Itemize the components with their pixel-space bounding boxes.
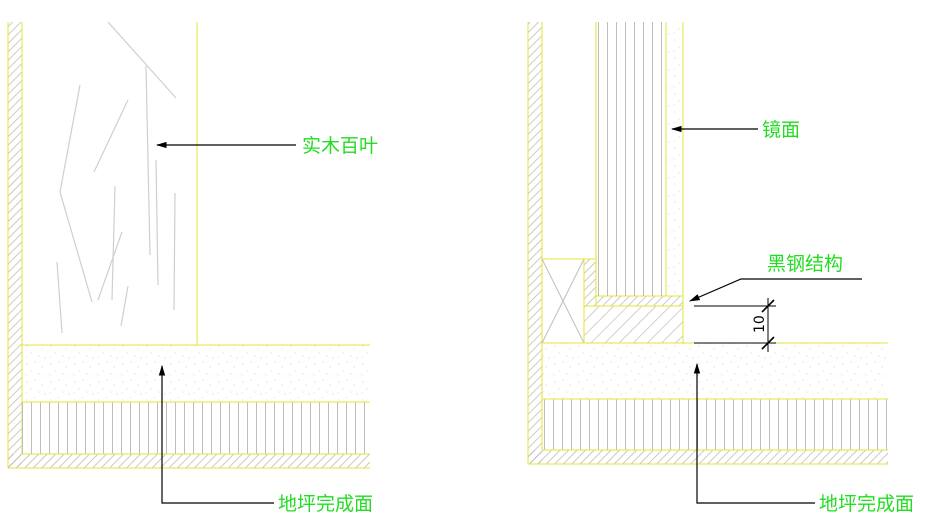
timber-block	[541, 258, 585, 344]
left-stud-layer	[22, 402, 370, 454]
right-floor-leader	[693, 362, 815, 504]
right-wall-hatch	[528, 22, 542, 464]
left-detail: 实木百叶 地坪完成面	[7, 21, 378, 515]
steel-leader	[689, 278, 862, 302]
right-screed-layer	[542, 343, 888, 399]
louver-label: 实木百叶	[302, 135, 378, 157]
left-floor-leader	[158, 364, 274, 504]
left-wall-hatch	[8, 22, 22, 468]
right-detail: 10 镜面 黑钢结构 地坪完成面	[527, 22, 914, 515]
right-floor-label: 地坪完成面	[819, 493, 914, 515]
wood-grain	[56, 21, 177, 334]
left-bottom-hatch	[8, 454, 370, 468]
left-floor-label: 地坪完成面	[278, 493, 373, 515]
steel-label: 黑钢结构	[767, 253, 843, 275]
black-steel-structure	[583, 258, 684, 344]
left-screed-layer	[22, 345, 370, 402]
mirror-label: 镜面	[762, 119, 800, 141]
dimension-value: 10	[752, 315, 768, 333]
right-stud-layer	[542, 399, 888, 450]
dimension-10	[694, 298, 776, 352]
mirror-panel	[595, 22, 684, 296]
right-bottom-hatch	[528, 450, 888, 464]
